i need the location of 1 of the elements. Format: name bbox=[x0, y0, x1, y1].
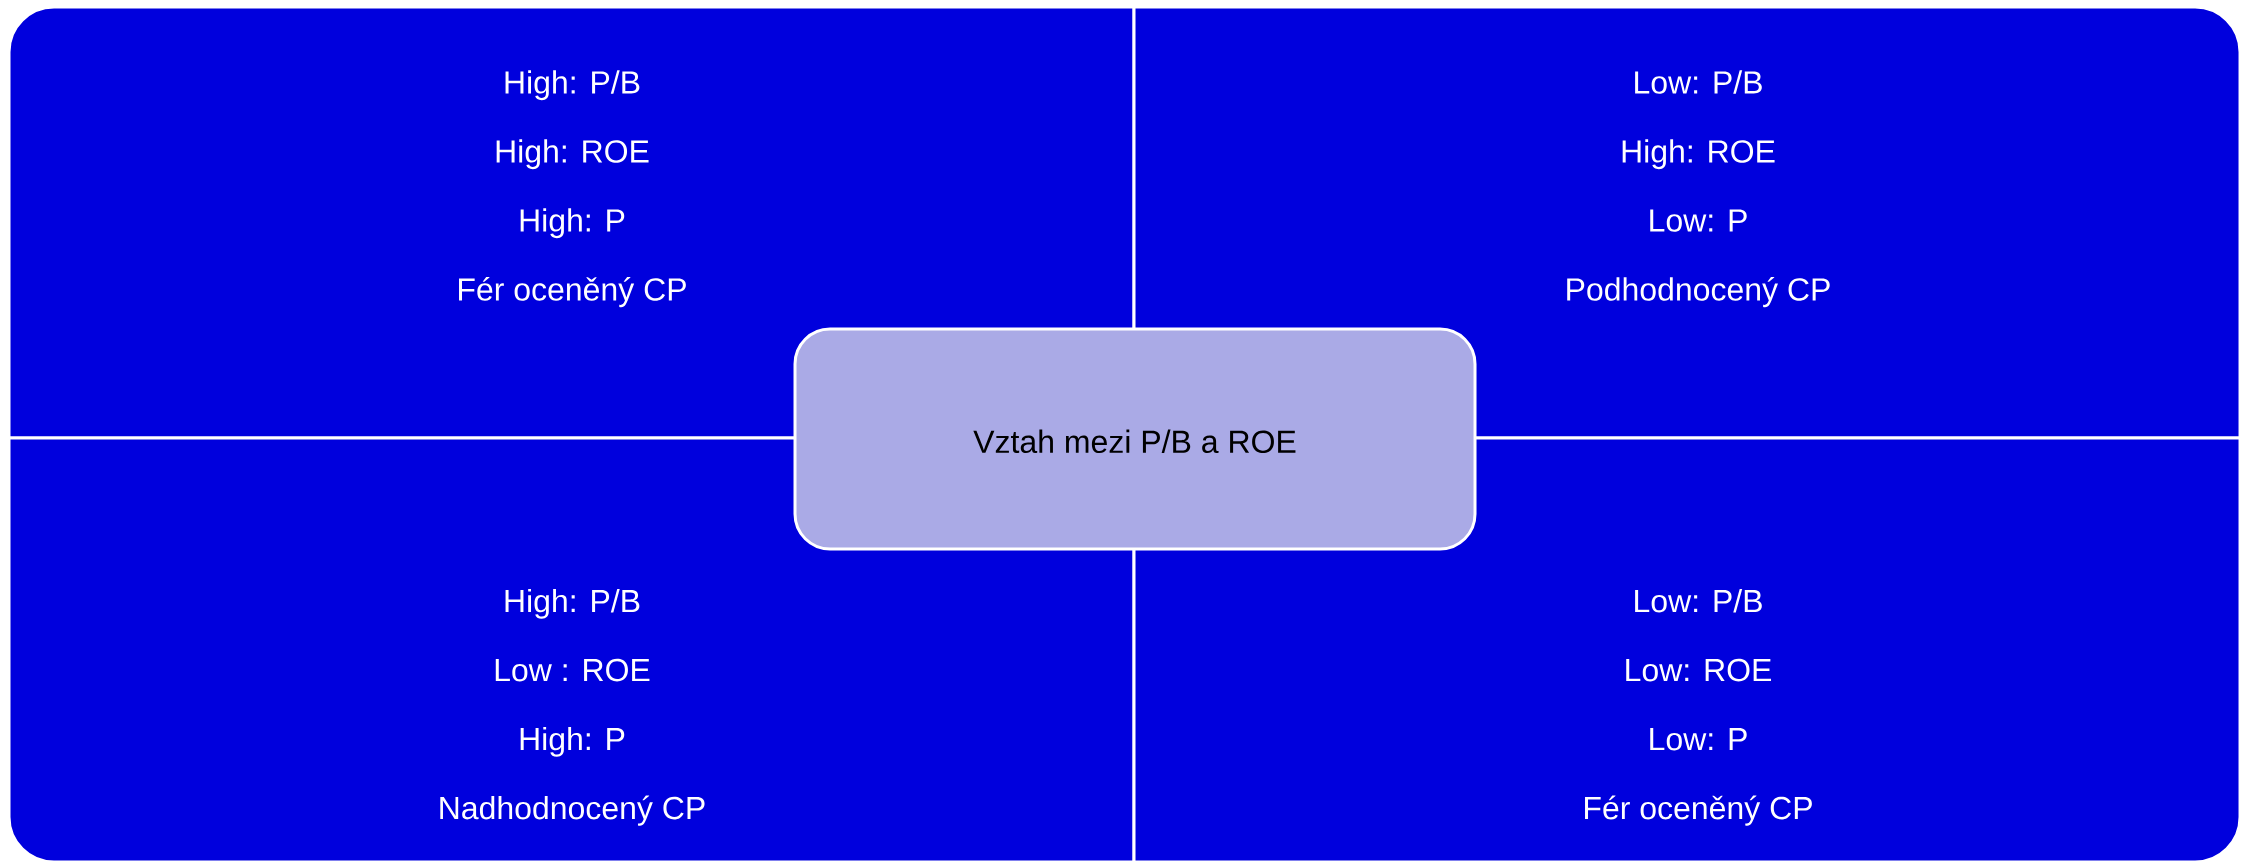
center-box: Vztah mezi P/B a ROE bbox=[793, 327, 1477, 551]
